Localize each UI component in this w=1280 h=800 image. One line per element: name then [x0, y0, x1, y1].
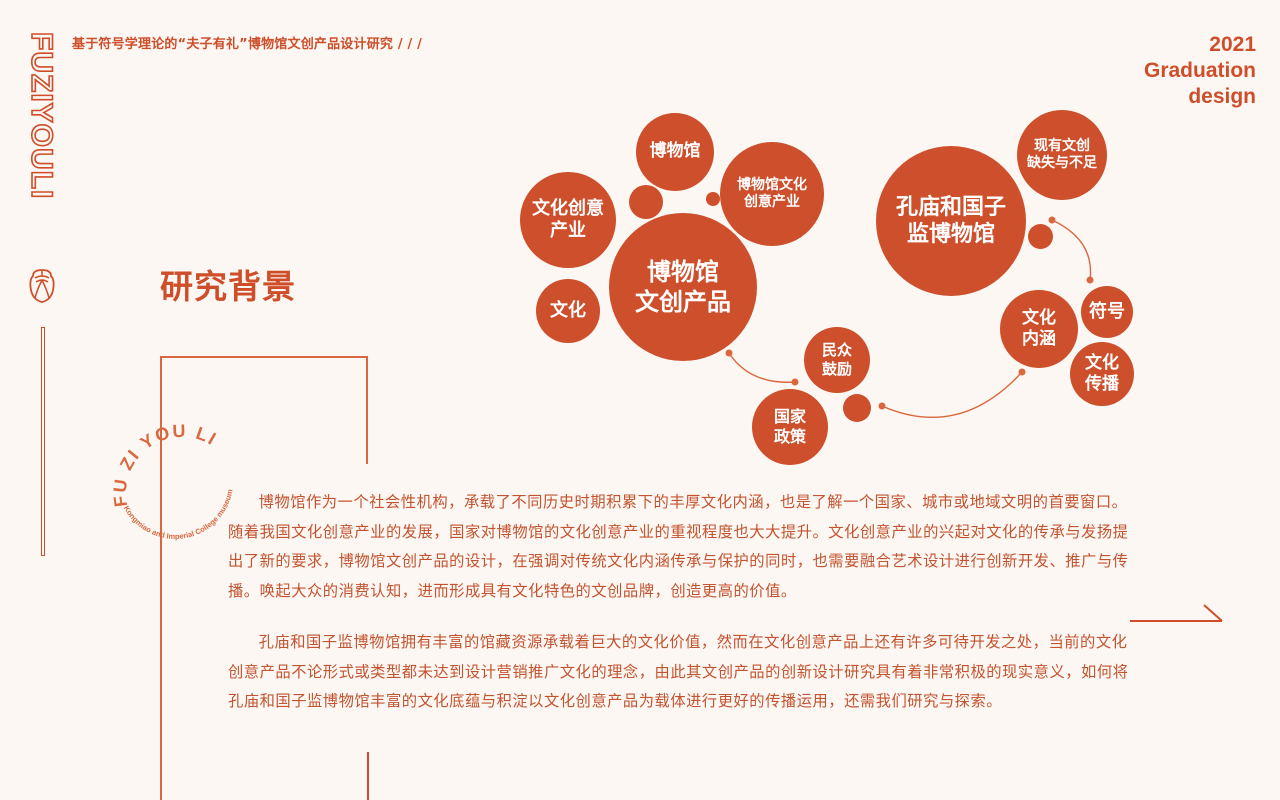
bubble-cultural-industry: 文化创意 产业 [520, 172, 616, 268]
bubble-lacking: 现有文创 缺失与不足 [1017, 110, 1107, 200]
bubble-dot [629, 185, 663, 219]
paragraph-1: 博物馆作为一个社会性机构，承载了不同历史时期积累下的丰厚文化内涵，也是了解一个国… [228, 493, 1129, 600]
design-label: design [1188, 85, 1256, 108]
bubble-connotation: 文化 内涵 [1000, 290, 1078, 368]
bubble-museum-cultural-industry: 博物馆文化 创意产业 [720, 142, 824, 246]
frame-line-bottom [367, 752, 369, 800]
confucius-head-icon [29, 269, 55, 303]
arrow-right-icon [1130, 604, 1223, 622]
bubble-culture: 文化 [536, 279, 600, 343]
frame-line-top [160, 356, 368, 358]
circular-stamp: FU ZI YOU LI Kongmiao and Imperial Colle… [110, 421, 235, 541]
frame-line-left [160, 356, 162, 800]
section-title: 研究背景 [160, 267, 296, 306]
stamp-inner-text: Kongmiao and Imperial College museum [122, 488, 235, 541]
year-block: 2021 Graduation design [1144, 32, 1256, 110]
bubble-spread: 文化 传播 [1070, 342, 1134, 406]
document-title: 基于符号学理论的“夫子有礼”博物馆文创产品设计研究 / / / [72, 37, 423, 52]
bubble-core-product: 博物馆 文创产品 [609, 213, 757, 361]
brand-text: FUZIYOULI [24, 31, 59, 200]
bubble-dot [706, 192, 720, 206]
sidebar-divider [41, 327, 45, 556]
frame-line-right [366, 356, 368, 464]
graduation-label: Graduation [1143, 59, 1256, 82]
bubble-symbol: 符号 [1081, 286, 1133, 338]
bubble-dot [1028, 224, 1053, 249]
year-label: 2021 [1209, 33, 1256, 56]
vertical-brand: FUZIYOULI [24, 31, 59, 247]
bubble-public: 民众 鼓励 [804, 327, 870, 393]
svg-text:FU ZI YOU LI: FU ZI YOU LI [110, 421, 221, 508]
bubble-dot [843, 394, 871, 422]
bubble-museum: 博物馆 [636, 113, 714, 191]
stamp-arc-text: FU ZI YOU LI [110, 421, 219, 508]
bubble-kongmiao-museum: 孔庙和国子 监博物馆 [876, 146, 1026, 296]
paragraph-2: 孔庙和国子监博物馆拥有丰富的馆藏资源承载着巨大的文化价值，然而在文化创意产品上还… [228, 633, 1129, 710]
bubble-policy: 国家 政策 [752, 389, 828, 465]
svg-text:Kongmiao and Imperial College: Kongmiao and Imperial College museum [122, 488, 235, 541]
